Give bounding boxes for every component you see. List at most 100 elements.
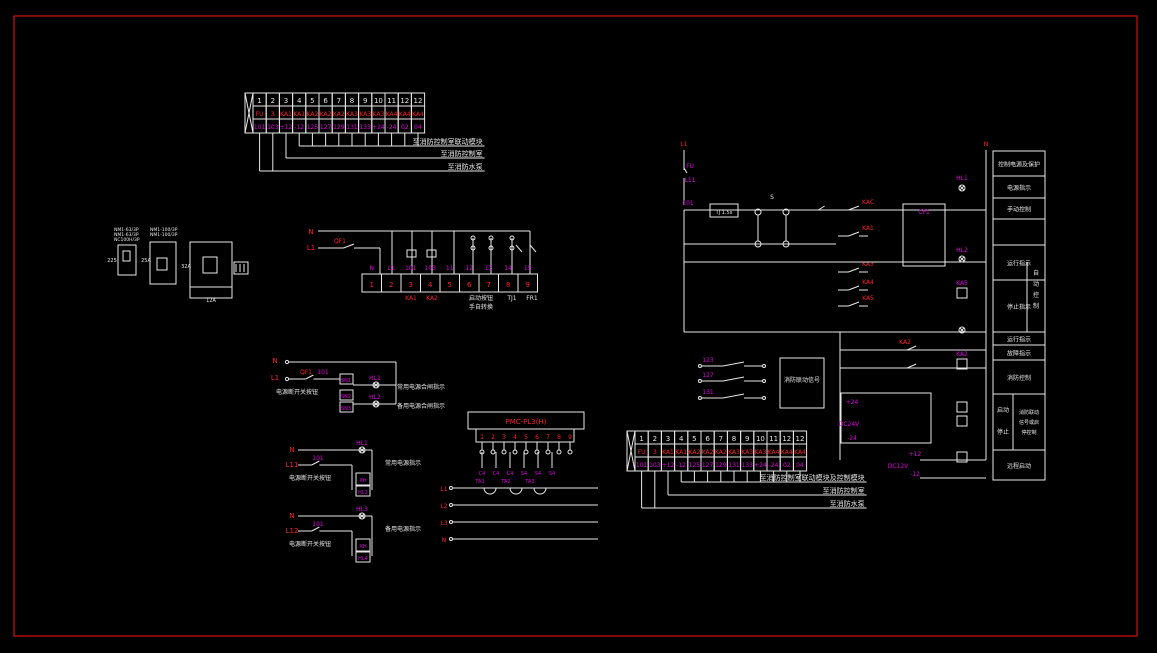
bottom-terminal-label: 3 [653,449,657,456]
top-terminal-number: 8 [350,97,354,105]
panel-row-label: 手动控制 [1007,206,1031,214]
breaker-body-3 [189,241,233,299]
meter-terminal-number: 4 [513,434,517,441]
power-wire-tag: 101 [317,369,329,376]
dc-tag: +24 [846,399,859,406]
bottom-terminal-label: KA1 [662,449,674,456]
switch-contact [311,460,320,466]
lamp-icon [358,512,366,520]
breaker-rating: 225 [107,258,117,264]
meter-wire-tag: S4 [549,471,555,477]
terminal-dot [284,376,290,382]
switch-contact [311,526,320,532]
bottom-terminal-wire: 125 [689,462,701,469]
meter-terminal-number: 6 [535,434,539,441]
coil-tag: KA5 [956,280,968,287]
bottom-terminal-wire: -24 [769,462,779,469]
bottom-terminal-label: FU [638,449,646,456]
meter-phase-label: L1 [440,486,447,493]
lamp-tag: HL1 [369,375,381,382]
top-terminal-label: 3 [271,111,275,118]
dc-tag: -24 [847,435,857,442]
meter-phase-label: L3 [440,520,447,527]
meter-terminal-number: 9 [568,434,572,441]
bottom-terminal-wire: 131 [728,462,740,469]
selector-tag: SN3 [341,406,351,412]
top-terminal-wire: 129 [333,124,345,131]
bottom-terminal-label: KA2 [689,449,701,456]
top-terminal-wire: 127 [320,124,332,131]
indicator-line-label: L12 [286,527,299,535]
dc-source-box [840,392,932,444]
terminal-dot [762,364,766,368]
relay-function-label: 启动按钮 [469,294,493,302]
switch-contact [722,376,745,382]
relay-contact-tag: KA5 [862,295,874,302]
bottom-terminal-wire: +24 [754,462,767,469]
lamp-icon [958,326,966,334]
coil-KA3 [956,401,968,413]
ct-tag: TA3 [524,479,534,485]
power-text: 常用电源合闸指示 [397,383,445,391]
bottom-terminal-number: 7 [719,435,723,443]
dc-tag: DC24V [839,421,860,428]
switch-contact [848,285,860,291]
bottom-terminal-label: KA2 [715,449,727,456]
relay-terminal-cell [517,273,538,293]
meter-terminal-number: 8 [557,434,561,441]
meter-terminal-number: 7 [546,434,550,441]
terminal-dot [762,379,766,383]
meter-terminal-row [475,428,575,443]
control-tag: L11 [685,177,696,184]
panel-row-label: 停止指示 [1007,303,1031,311]
bottom-strip-destination: 至消防控制室联动模块及控制模块 [760,473,865,482]
panel-side-label: 制 [1033,302,1039,310]
relay-terminal-number: 2 [389,281,393,289]
relay-terminal-number: 4 [428,281,433,289]
bottom-terminal-label: KA3 [741,449,753,456]
bottom-terminal-wire: +12 [662,462,675,469]
relay-contact-tag: KA1 [862,225,874,232]
current-transformer-icon [533,487,547,495]
bottom-terminal-number: 1 [639,435,643,443]
relay-coil-KA2 [426,249,437,258]
indicator-line-label: L11 [286,461,299,469]
lamp-icon [358,446,366,454]
indicator-contact [355,538,371,552]
contactor-box [902,203,946,267]
signal-module [779,357,825,409]
bottom-terminal-number: 8 [732,435,736,443]
bottom-terminal-number: 9 [745,435,749,443]
bottom-terminal-label: KA2 [702,449,714,456]
top-terminal-number: 12 [400,97,409,105]
lamp-tag: HL2 [956,247,968,254]
relay-terminal-number: 9 [526,281,530,289]
switch-contact [906,345,917,351]
indicator-line-label: N [289,512,294,520]
bottom-terminal-wire: -12 [676,462,686,469]
bottom-terminal-number: 2 [653,435,657,443]
bottom-terminal-wire: 04 [796,462,804,469]
bottom-terminal-wire: 103 [649,462,661,469]
indicator-text: 电源断开关按钮 [289,474,331,482]
coil-tag: KA2 [956,351,968,358]
panel-mid-text: 停控制 [1021,429,1036,436]
top-terminal-wire: 04 [414,124,422,131]
bottom-terminal-label: KA4 [794,449,806,456]
terminal-dot [449,486,453,490]
relay-function-label: TJ1 [506,295,516,302]
bottom-terminal-number: 12 [782,435,791,443]
switch-contact [818,205,825,211]
breaker-model: NM1-100/3P [150,227,178,233]
lamp-cross [359,513,365,519]
top-terminal-label: FU [256,111,264,118]
top-terminal-number: 7 [337,97,341,105]
relay-line-label: N [308,228,313,236]
relay-terminal-number: 6 [467,281,472,289]
lamp-cross [959,327,965,333]
relay-contact-tag: KA4 [862,279,874,286]
breaker-handle [156,257,168,271]
breaker-model: NM1-63/3P [114,227,139,233]
bottom-terminal-number: 12 [796,435,805,443]
